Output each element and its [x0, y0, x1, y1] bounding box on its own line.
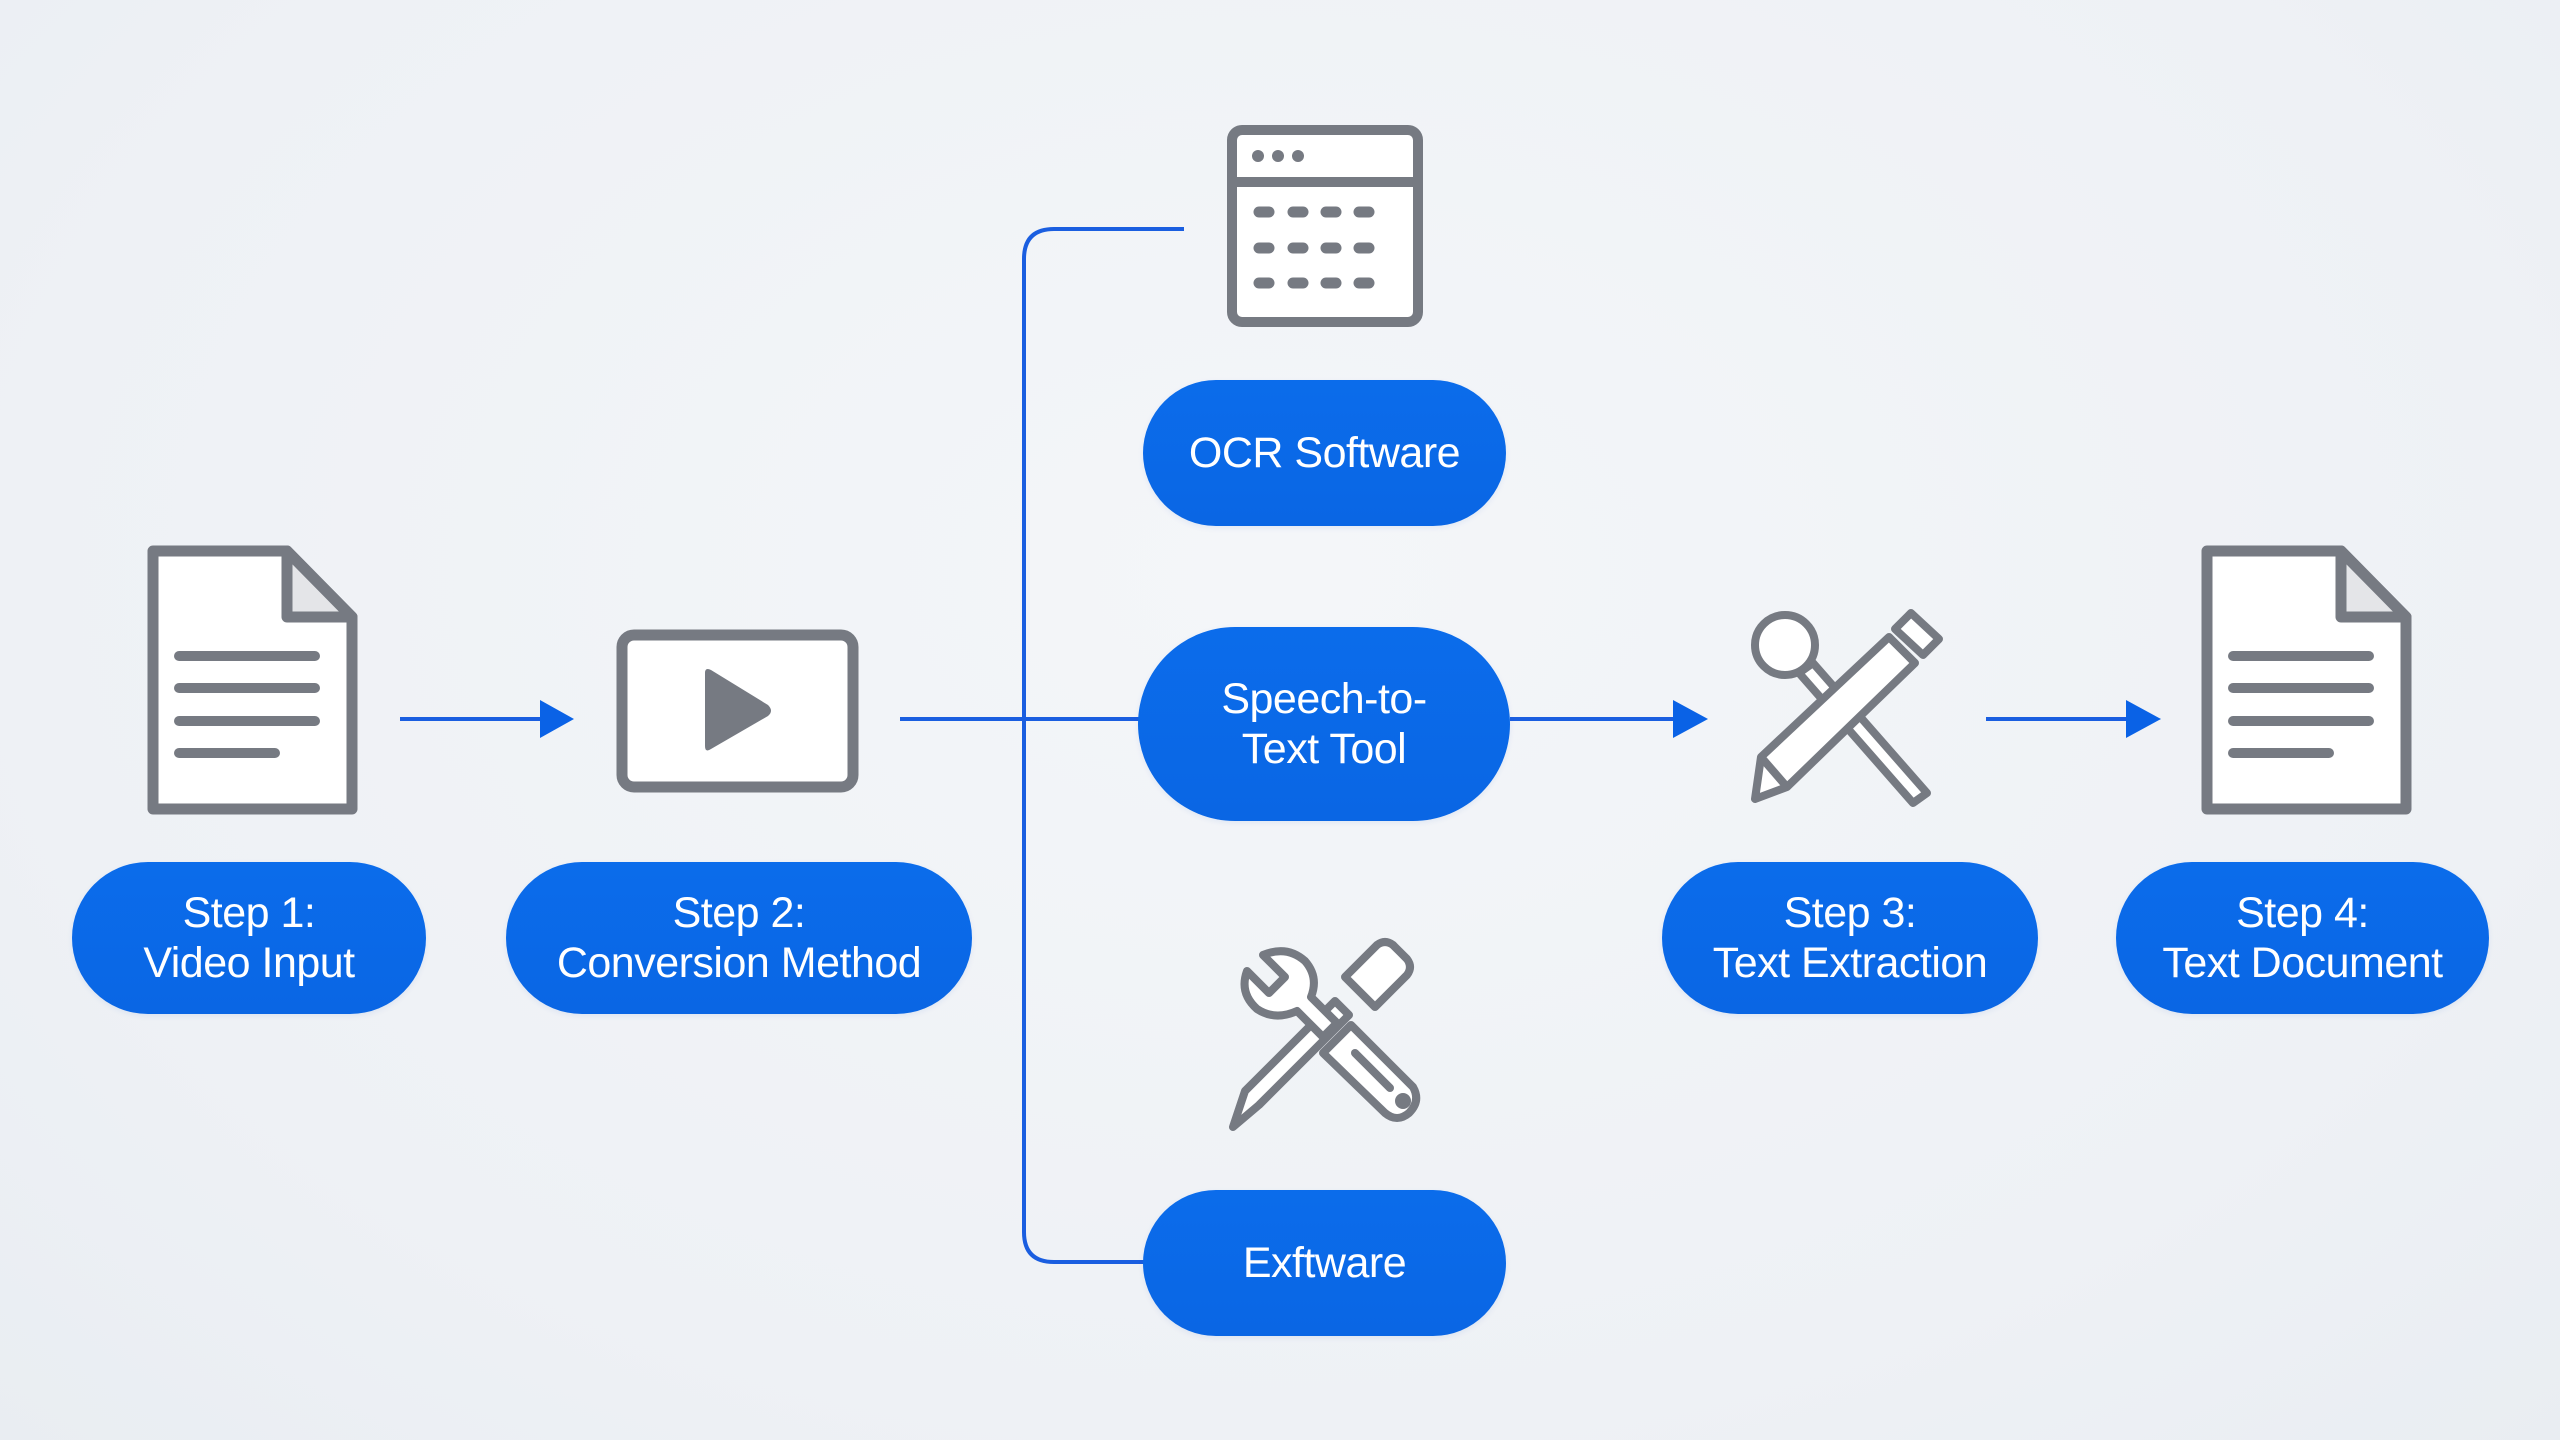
methods-bracket [1022, 227, 1184, 1264]
step2-number: Step 2: [672, 889, 806, 937]
step1-pill[interactable]: Step 1: Video Input [72, 862, 426, 1014]
video-play-icon [616, 629, 859, 793]
step1-label: Video Input [143, 939, 355, 987]
step3-pill[interactable]: Step 3: Text Extraction [1662, 862, 2038, 1014]
connectors [400, 227, 2140, 1264]
ocr-software-label: OCR Software [1188, 429, 1461, 477]
step4-pill[interactable]: Step 4: Text Document [2116, 862, 2489, 1014]
arrowheads [540, 700, 2161, 738]
speech-to-text-line2: Text Tool [1241, 725, 1407, 773]
speech-to-text-pill[interactable]: Speech-to- Text Tool [1138, 627, 1510, 821]
step4-number: Step 4: [2236, 889, 2369, 937]
other-software-pill[interactable]: Exftware [1143, 1190, 1506, 1336]
arrowhead-2 [1673, 700, 1708, 738]
document-icon [147, 545, 358, 815]
step1-number: Step 1: [182, 889, 316, 937]
arrowhead-3 [2126, 700, 2161, 738]
other-software-label: Exftware [1242, 1239, 1407, 1287]
step2-label: Conversion Method [556, 939, 922, 987]
step3-number: Step 3: [1783, 889, 1917, 937]
speech-to-text-line1: Speech-to- [1221, 675, 1427, 723]
arrowhead-1 [540, 700, 574, 738]
wrench-screwdriver-icon [1229, 938, 1421, 1131]
ocr-software-pill[interactable]: OCR Software [1143, 380, 1506, 526]
step4-label: Text Document [2162, 939, 2443, 987]
app-window-grid-icon [1227, 125, 1423, 327]
step3-label: Text Extraction [1712, 939, 1988, 987]
magnifier-pencil-icon [1751, 609, 1943, 807]
document-icon [2201, 545, 2412, 815]
step2-pill[interactable]: Step 2: Conversion Method [506, 862, 972, 1014]
